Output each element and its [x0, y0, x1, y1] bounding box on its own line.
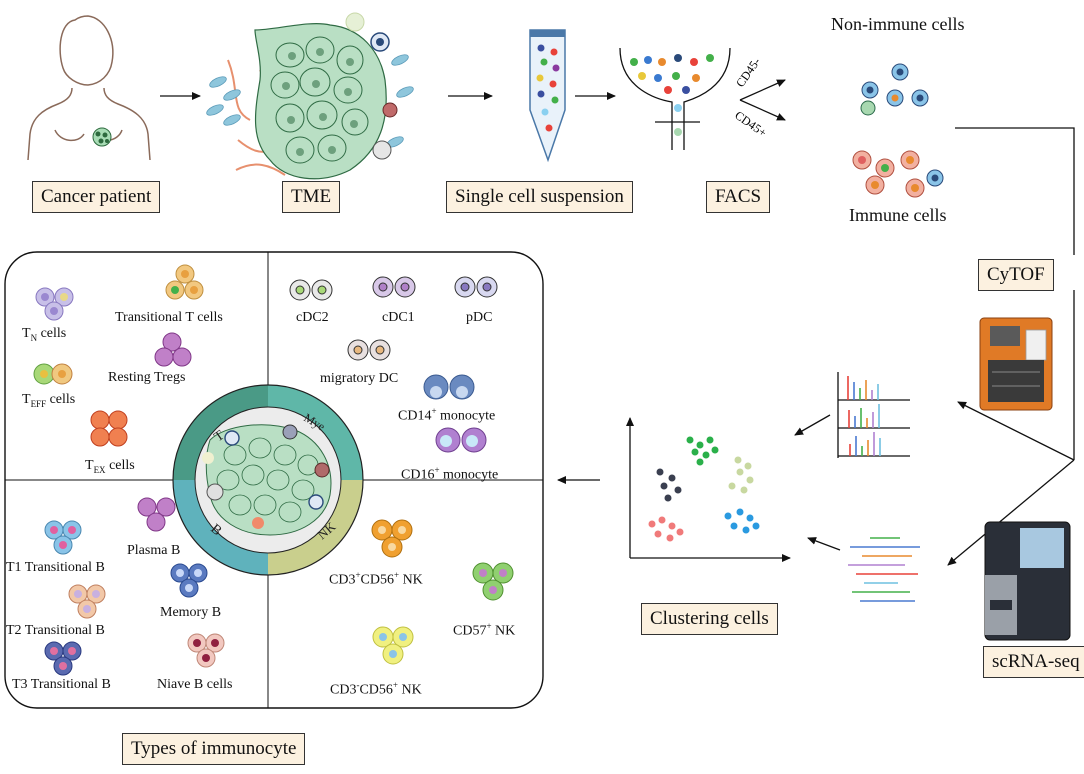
single-cell-suspension-label: Single cell suspension: [446, 181, 633, 213]
cd3pos-cd56pos-nk-label: CD3+CD56+ NK: [329, 570, 423, 588]
resting-tregs-icon: [154, 332, 192, 367]
cd16-monocyte-icon: [435, 427, 487, 453]
resting-tregs-label: Resting Tregs: [108, 370, 186, 385]
non-immune-cells-label: Non-immune cells: [831, 14, 965, 34]
patient-silhouette-icon: [27, 15, 151, 161]
cd45-positive-label: CD45+: [732, 108, 769, 140]
t2-transitional-b-label: T2 Transitional B: [6, 623, 105, 638]
tex-cells-icon: [90, 410, 128, 447]
pdc-label: pDC: [466, 310, 493, 325]
cd57-nk-icon: [472, 562, 514, 601]
t3-transitional-b-label: T3 Transitional B: [12, 677, 111, 692]
clustering-scatter-plot: [626, 417, 791, 562]
tn-cells-icon: [35, 287, 74, 321]
t1-transitional-b-label: T1 Transitional B: [6, 560, 105, 575]
migratory-dc-label: migratory DC: [320, 371, 399, 386]
tme-label: TME: [282, 181, 341, 213]
transitional-t-cells-icon: [165, 264, 204, 300]
workflow-arrows: [160, 79, 1075, 566]
naive-b-icon: [187, 633, 225, 668]
cd3pos-cd56pos-nk-icon: [371, 519, 413, 558]
tme-tumor-icon: [206, 12, 414, 180]
cd57-nk-label: CD57+ NK: [453, 621, 516, 639]
cytof-machine-icon: [979, 317, 1053, 411]
t3-transitional-b-icon: [44, 641, 82, 676]
cdc1-icon: [372, 276, 416, 298]
facs-label: FACS: [706, 181, 771, 213]
tex-cells-label: TEX cells: [85, 458, 135, 475]
immunocyte-ring: [172, 384, 364, 576]
cdc2-icon: [289, 279, 333, 301]
panel-cell-icons: [33, 264, 514, 676]
t1-transitional-b-icon: [44, 520, 82, 555]
immune-cells-icon: [852, 150, 944, 198]
plasma-b-icon: [137, 497, 176, 532]
cd3neg-cd56pos-nk-label: CD3-CD56+ NK: [330, 680, 422, 698]
clustering-cells-label: Clustering cells: [641, 603, 778, 635]
t2-transitional-b-icon: [68, 584, 106, 619]
memory-b-label: Memory B: [160, 605, 222, 620]
test-tube-icon: [529, 29, 566, 163]
migratory-dc-icon: [347, 339, 391, 361]
plasma-b-label: Plasma B: [127, 543, 181, 558]
cdc1-label: cDC1: [382, 310, 415, 325]
scrnaseq-output-lines: [848, 537, 920, 602]
immune-cells-label: Immune cells: [849, 205, 947, 225]
cdc2-label: cDC2: [296, 310, 329, 325]
teff-cells-icon: [33, 363, 73, 385]
facs-funnel-icon: [619, 47, 731, 150]
tumor-icon: [92, 127, 112, 147]
cancer-patient-label: Cancer patient: [32, 181, 161, 213]
transitional-t-cells-label: Transitional T cells: [115, 310, 223, 325]
naive-b-cells-label: Niave B cells: [157, 677, 233, 692]
pdc-icon: [454, 276, 498, 298]
non-immune-cells-icon: [860, 63, 929, 116]
scrnaseq-machine-icon: [984, 521, 1071, 641]
cytof-label: CyTOF: [978, 259, 1054, 291]
memory-b-icon: [170, 563, 208, 598]
cd16-monocyte-label: CD16+ monocyte: [401, 465, 499, 483]
cytof-output-chart: [837, 372, 910, 458]
cd14-monocyte-label: CD14+ monocyte: [398, 406, 496, 424]
cd45-negative-label: CD45-: [733, 55, 763, 90]
cd3neg-cd56pos-nk-icon: [372, 626, 414, 665]
types-of-immunocyte-label: Types of immunocyte: [122, 733, 306, 765]
tn-cells-label: TN cells: [22, 326, 67, 343]
scrnaseq-label: scRNA-seq: [983, 646, 1084, 678]
teff-cells-label: TEFF cells: [22, 392, 76, 409]
cd14-monocyte-icon: [423, 374, 475, 400]
